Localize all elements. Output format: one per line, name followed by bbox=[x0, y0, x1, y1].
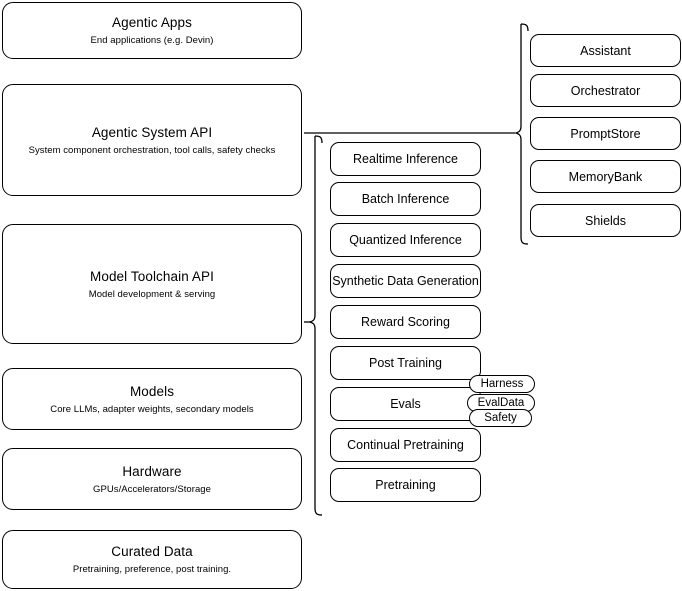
layer-box-curated-data[interactable]: Curated Data Pretraining, preference, po… bbox=[2, 530, 302, 589]
component-post-training[interactable]: Post Training bbox=[330, 346, 481, 380]
component-label: Post Training bbox=[369, 356, 442, 370]
layer-subtitle: Pretraining, preference, post training. bbox=[72, 564, 232, 575]
layer-subtitle: System component orchestration, tool cal… bbox=[28, 144, 276, 156]
layer-box-model-toolchain-api[interactable]: Model Toolchain API Model development & … bbox=[2, 224, 302, 344]
layer-title: Model Toolchain API bbox=[90, 268, 214, 284]
eval-subcomponent-label: EvalData bbox=[477, 397, 525, 409]
layer-box-hardware[interactable]: Hardware GPUs/Accelerators/Storage bbox=[2, 448, 302, 510]
component-batch-inference[interactable]: Batch Inference bbox=[330, 182, 481, 216]
layer-subtitle: Core LLMs, adapter weights, secondary mo… bbox=[50, 403, 254, 415]
component-label: Continual Pretraining bbox=[347, 438, 464, 452]
component-label: Quantized Inference bbox=[349, 233, 462, 247]
layer-subtitle: GPUs/Accelerators/Storage bbox=[93, 483, 211, 495]
agentic-component-label: Shields bbox=[585, 213, 626, 228]
layer-subtitle: End applications (e.g. Devin) bbox=[90, 35, 214, 46]
component-label: Synthetic Data Generation bbox=[332, 274, 479, 288]
component-label: Realtime Inference bbox=[353, 152, 458, 166]
middle-brace-top-hook bbox=[314, 135, 323, 144]
component-label: Evals bbox=[390, 397, 421, 411]
layer-box-agentic-apps[interactable]: Agentic Apps End applications (e.g. Devi… bbox=[2, 2, 302, 59]
component-label: Batch Inference bbox=[361, 192, 450, 206]
agentic-component-label: MemoryBank bbox=[568, 169, 643, 184]
component-reward-scoring[interactable]: Reward Scoring bbox=[330, 305, 481, 339]
component-pretraining[interactable]: Pretraining bbox=[330, 468, 481, 502]
layer-title: Agentic System API bbox=[91, 124, 213, 140]
component-quantized-inference[interactable]: Quantized Inference bbox=[330, 223, 481, 257]
agentic-component-label: Assistant bbox=[580, 43, 631, 58]
middle-brace-tip bbox=[307, 314, 316, 330]
component-continual-pretraining[interactable]: Continual Pretraining bbox=[330, 428, 481, 462]
component-label: Pretraining bbox=[375, 478, 436, 492]
component-realtime-inference[interactable]: Realtime Inference bbox=[330, 142, 481, 176]
agentic-component-shields[interactable]: Shields bbox=[530, 204, 681, 237]
eval-subcomponent-label: Harness bbox=[480, 378, 524, 390]
right-brace-bottom-hook bbox=[520, 236, 529, 245]
layer-box-agentic-system-api[interactable]: Agentic System API System component orch… bbox=[2, 84, 302, 196]
agentic-component-memorybank[interactable]: MemoryBank bbox=[530, 160, 681, 193]
agentic-component-assistant[interactable]: Assistant bbox=[530, 34, 681, 67]
eval-subcomponent-label: Safety bbox=[484, 412, 517, 424]
eval-subcomponent-safety[interactable]: Safety bbox=[469, 409, 532, 427]
component-synthetic-data-generation[interactable]: Synthetic Data Generation bbox=[330, 264, 481, 298]
layer-title: Models bbox=[129, 383, 175, 399]
eval-subcomponent-harness[interactable]: Harness bbox=[469, 375, 535, 393]
right-brace-tip bbox=[513, 125, 522, 141]
agentic-component-promptstore[interactable]: PromptStore bbox=[530, 117, 681, 150]
agentic-component-orchestrator[interactable]: Orchestrator bbox=[530, 74, 681, 107]
layer-title: Hardware bbox=[122, 463, 182, 479]
component-label: Reward Scoring bbox=[361, 315, 450, 329]
layer-box-models[interactable]: Models Core LLMs, adapter weights, secon… bbox=[2, 368, 302, 430]
right-brace-top-hook bbox=[520, 23, 529, 32]
layer-title: Agentic Apps bbox=[111, 15, 192, 30]
middle-brace-bottom-hook bbox=[314, 507, 323, 516]
agentic-component-label: PromptStore bbox=[570, 126, 641, 141]
layer-title: Curated Data bbox=[111, 544, 193, 559]
agentic-component-label: Orchestrator bbox=[570, 83, 641, 98]
layer-subtitle: Model development & serving bbox=[88, 288, 216, 300]
